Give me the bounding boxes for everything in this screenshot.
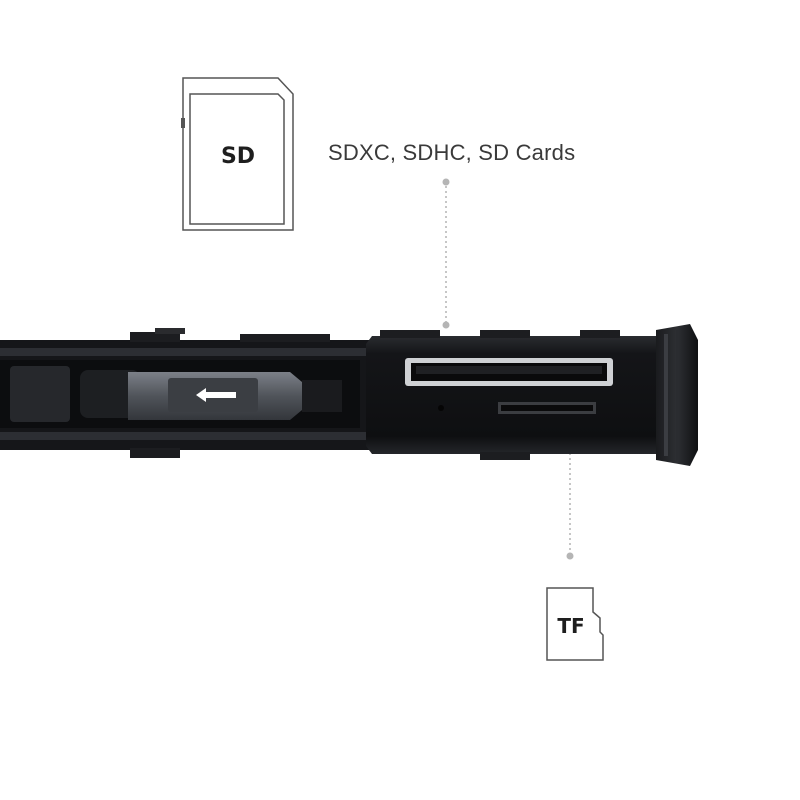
microsd-card-icon: TF bbox=[546, 587, 604, 661]
sd-card-icon: SD bbox=[181, 77, 294, 231]
status-led bbox=[438, 405, 444, 411]
tf-card-slot bbox=[498, 402, 596, 414]
sd-slot-caption: SDXC, SDHC, SD Cards bbox=[328, 140, 576, 165]
connector-slider bbox=[128, 372, 342, 420]
card-reader-device bbox=[0, 324, 698, 466]
sd-card-slot bbox=[405, 358, 613, 386]
arrow-left-icon bbox=[196, 388, 236, 402]
sd-card-label: SD bbox=[221, 144, 255, 169]
tf-card-label: TF bbox=[557, 614, 584, 638]
sd-leader-line bbox=[442, 178, 450, 329]
